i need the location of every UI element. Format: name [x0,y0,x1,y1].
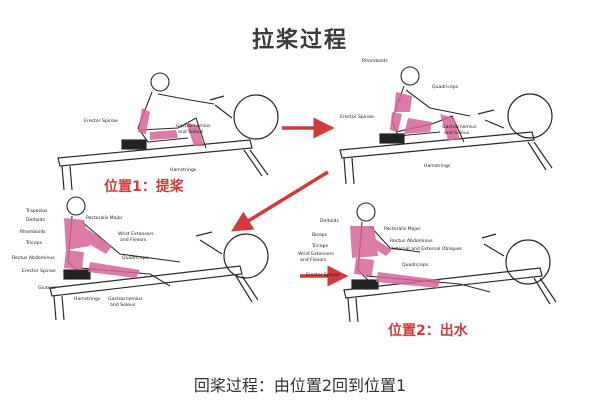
label-p2-erector-spinae: Erector Spinae [340,115,374,120]
label-p3-quadriceps: Quadriceps [122,256,149,261]
label-p1-erector-spinae: Erector Spinae [84,119,118,124]
label-p3-gastrocnemius: Gastrocnemius [108,297,143,302]
arrow-diagonal [231,170,329,232]
label-p2-rhomboids: Rhomboids [362,59,388,64]
label-p4-obliques: Internal and External Obliques [392,247,462,252]
label-p3-gluteus: Gluteus [38,286,56,291]
label-p1-hamstrings: Hamstrings [170,168,197,173]
rowing-machine-4 [343,233,557,323]
muscles-1 [138,108,204,146]
label-p4-erector-spinae: Erector Spinae [306,273,340,278]
label-p4-biceps: Biceps [312,233,328,238]
label-p3-deltoids: Deltoids [26,218,45,223]
muscles-4 [350,226,440,288]
flow-arrows [231,117,349,287]
diagram-title: 拉桨过程 [251,28,348,53]
rowing-machine-1 [57,94,279,191]
rowing-machine-3 [49,231,269,321]
label-p3-erector-spinae: Erector Spinae [22,269,56,274]
label-p3-hamstrings: Hamstrings [74,297,101,302]
label-p4-and-flexors: and Flexors [300,258,327,263]
label-p3-triceps: Triceps [26,241,42,246]
label-p3-pectoralis-major: Pectoralis Major [86,216,123,221]
label-p4-deltoids: Deltoids [320,219,339,224]
label-p3-and-flexors: and Flexors [120,238,147,243]
rowing-machine-2 [339,93,553,185]
caption-position-1: 位置1：提桨 [104,179,184,195]
label-p1-gastrocnemius: Gastrocnemius [176,124,211,129]
label-p4-quadriceps: Quadriceps [402,263,429,268]
muscles-2 [390,92,460,140]
label-p3-rhomboids: Rhomboids [20,230,46,235]
label-p3-rectus-abdominus: Rectus Abdominus [12,256,55,261]
return-process-caption: 回桨过程：由位置2回到位置1 [193,376,407,395]
label-p4-pectoralis-major: Pectoralis Major [384,227,421,232]
label-p2-hamstrings: Hamstrings [424,164,451,169]
muscles-3 [64,218,140,278]
label-p4-wrist-extensors: Wrist Extensors [298,252,334,257]
label-p4-triceps: Triceps [312,244,328,249]
label-p2-gastrocnemius: Gastrocnemius [442,125,477,130]
label-p4-rectus-abdominus: Rectus Abdominus [390,239,433,244]
label-p3-wrist-extensors: Wrist Extensors [118,232,154,237]
label-p1-and-soleus: and Soleus [178,130,204,135]
label-p2-quadriceps: Quadriceps [432,85,459,90]
caption-position-2: 位置2：出水 [388,323,468,339]
label-p3-and-soleus: and Soleus [110,303,136,308]
label-p3-trapezius: Trapezius [26,209,48,214]
label-p2-and-soleus: and Soleus [444,131,470,136]
